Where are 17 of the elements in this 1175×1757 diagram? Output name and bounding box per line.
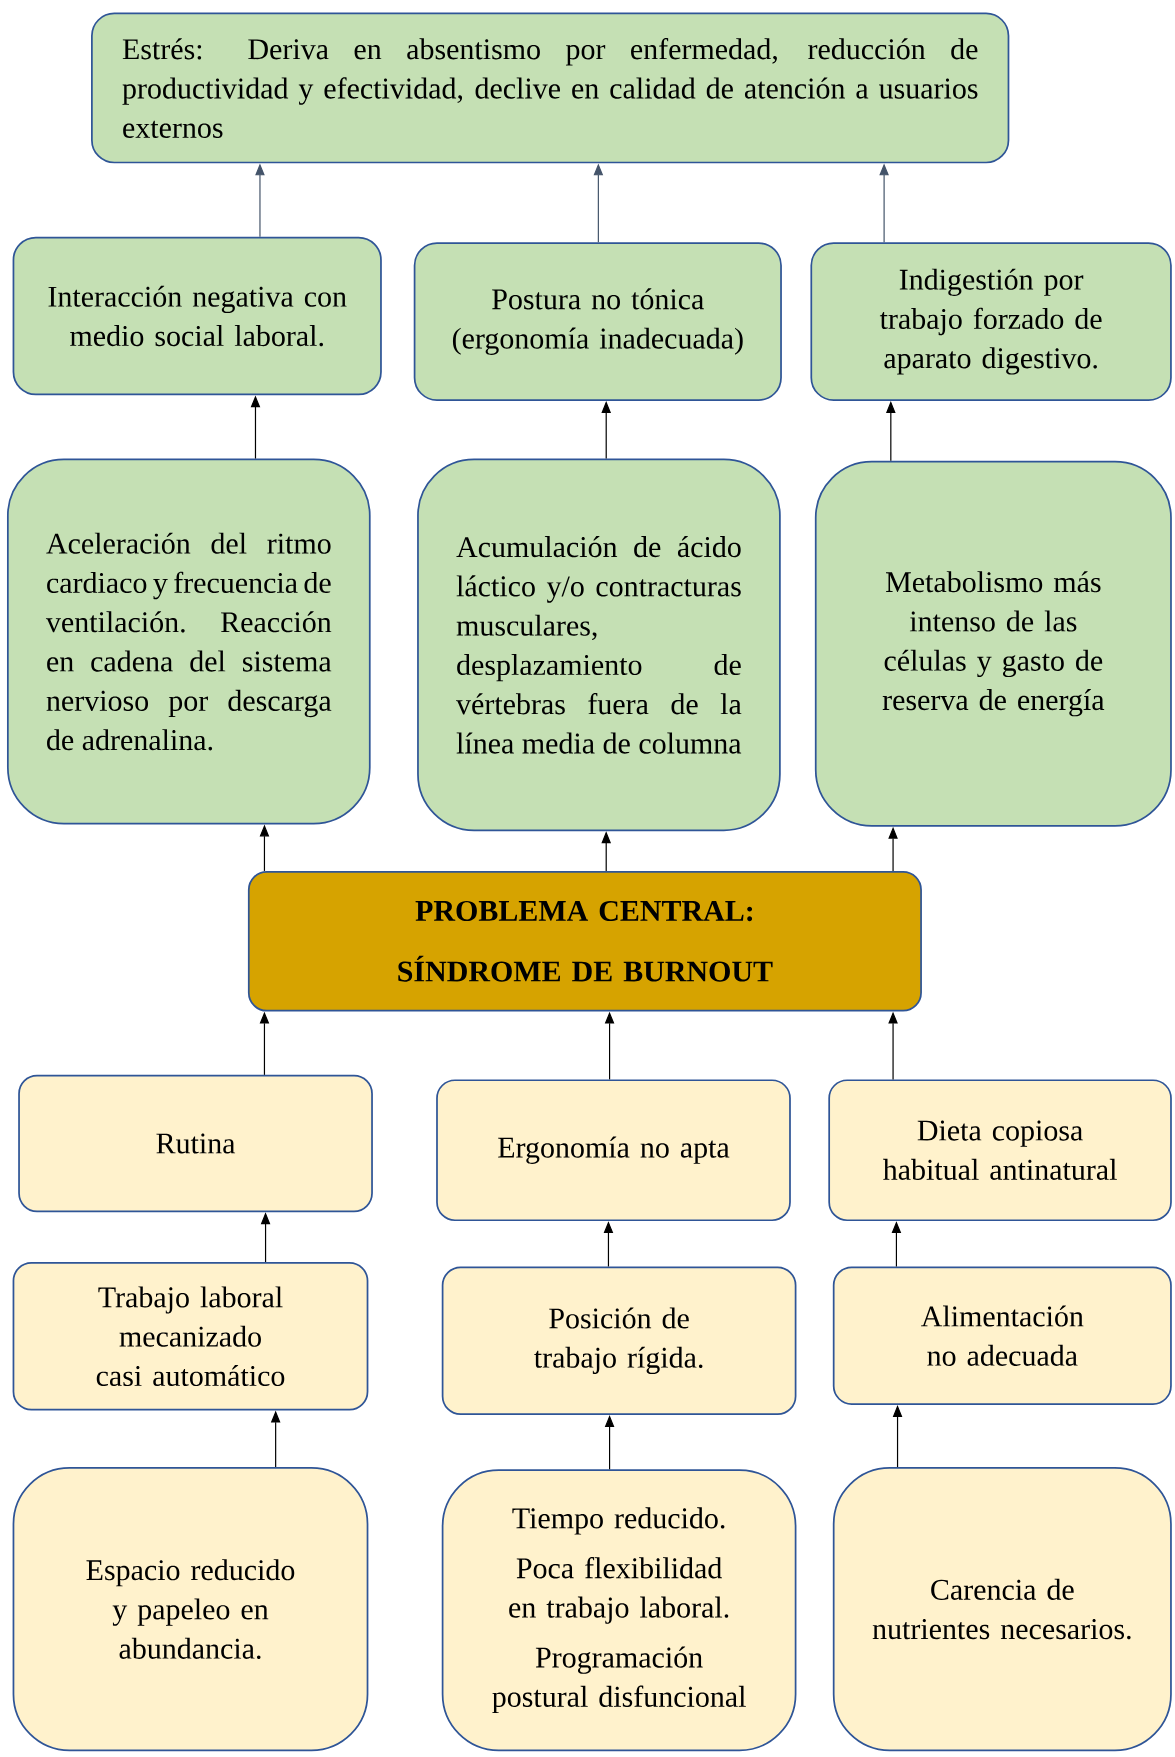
effect-box: Aceleración del ritmo cardiaco y frecuencia de ventilación. Reacción en cadena del sistema nervioso por descarga de adrenalina. (6, 458, 371, 825)
effect-box: Acumulación de ácido láctico y/o contracturas musculares, desplazamiento de vértebras fuera de la línea media de columna (416, 458, 781, 832)
effect-box: Postura no tónica (ergonomía inadecuada) (413, 242, 782, 401)
effect-box: Metabolismo más intenso de las células y gasto de reserva de energía (814, 460, 1172, 827)
effect-box: Indigestión por trabajo forzado de aparato digestivo. (810, 242, 1172, 401)
cause-box: Alimentación no adecuada (832, 1266, 1172, 1405)
central-problem-box: PROBLEMA CENTRAL: SÍNDROME DE BURNOUT (247, 870, 922, 1012)
cause-box: Rutina (17, 1074, 373, 1213)
effect-box: Estrés: Deriva en absentismo por enfermedad, reducción de productividad y efectividad, declive en calidad de atención a usuarios externos (90, 12, 1010, 164)
cause-box: Tiempo reducido. Poca flexibilidad en trabajo laboral. Programación postural disfuncional (441, 1469, 797, 1752)
effect-box: Interacción negativa con medio social laboral. (12, 236, 382, 396)
cause-box: Carencia de nutrientes necesarios. (832, 1467, 1172, 1752)
cause-box: Trabajo laboral mecanizado casi automático (12, 1262, 369, 1411)
cause-box: Ergonomía no apta (435, 1079, 791, 1222)
cause-box: Dieta copiosa habitual antinatural (828, 1079, 1172, 1222)
cause-box: Posición de trabajo rígida. (441, 1266, 797, 1415)
cause-box: Espacio reducido y papeleo en abundancia. (12, 1467, 369, 1752)
